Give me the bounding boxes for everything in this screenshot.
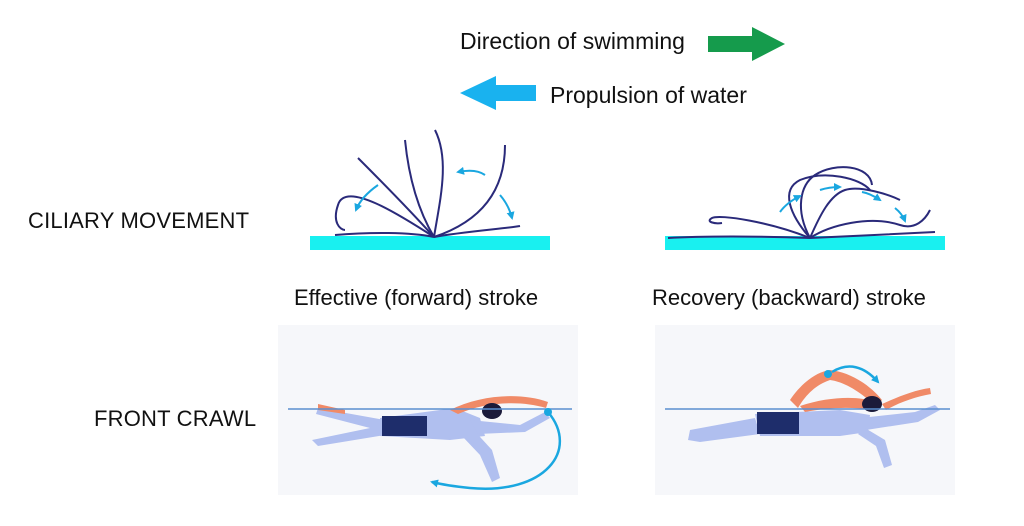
front-crawl-effective [278, 325, 578, 495]
direction-of-swimming-label: Direction of swimming [460, 28, 685, 54]
cilium [334, 231, 435, 238]
cilium [433, 129, 444, 238]
motion-arrow [456, 166, 486, 176]
motion-arrow [779, 195, 802, 213]
cilium [357, 157, 435, 238]
direction-arrow-icon [708, 27, 785, 61]
swim-cap [482, 403, 502, 419]
cilium [667, 235, 811, 239]
motion-arrow [819, 183, 842, 192]
swimmer-other-arm [882, 388, 931, 410]
propulsion-of-water-label: Propulsion of water [550, 82, 747, 108]
swimmer-arm-above [450, 396, 548, 414]
cilium [809, 231, 936, 239]
swimmer-arm-above [790, 370, 882, 408]
cilium [708, 215, 811, 239]
front-crawl-recovery [655, 325, 955, 495]
recovery-arrow [831, 365, 880, 384]
swimmer-underwater [688, 405, 940, 468]
cilium [799, 166, 873, 239]
motion-arrow [894, 207, 907, 223]
cell-surface-right [665, 236, 945, 250]
motion-arrow [499, 194, 515, 220]
swim-cap [862, 396, 882, 412]
cell-surface-left [310, 236, 550, 250]
cilium [404, 139, 435, 238]
cilium [788, 174, 871, 239]
motion-arrow [354, 184, 379, 212]
ciliary-effective-stroke [310, 129, 550, 250]
front-crawl-label: FRONT CRAWL [94, 406, 257, 431]
stroke-path-arrow [430, 411, 561, 490]
ciliary-recovery-stroke [665, 166, 945, 250]
cilium [809, 187, 901, 239]
motion-arrow [861, 191, 882, 202]
propulsion-arrow-icon [460, 76, 536, 110]
cilium [433, 144, 506, 238]
cilium [334, 195, 435, 238]
recovery-stroke-caption: Recovery (backward) stroke [652, 285, 926, 310]
cilium [433, 225, 521, 238]
hand-marker [824, 370, 832, 378]
swim-trunks [382, 416, 427, 436]
effective-stroke-caption: Effective (forward) stroke [294, 285, 539, 310]
cilium [809, 209, 931, 239]
ciliary-movement-label: CILIARY MOVEMENT [28, 208, 250, 233]
swim-trunks [757, 412, 799, 434]
